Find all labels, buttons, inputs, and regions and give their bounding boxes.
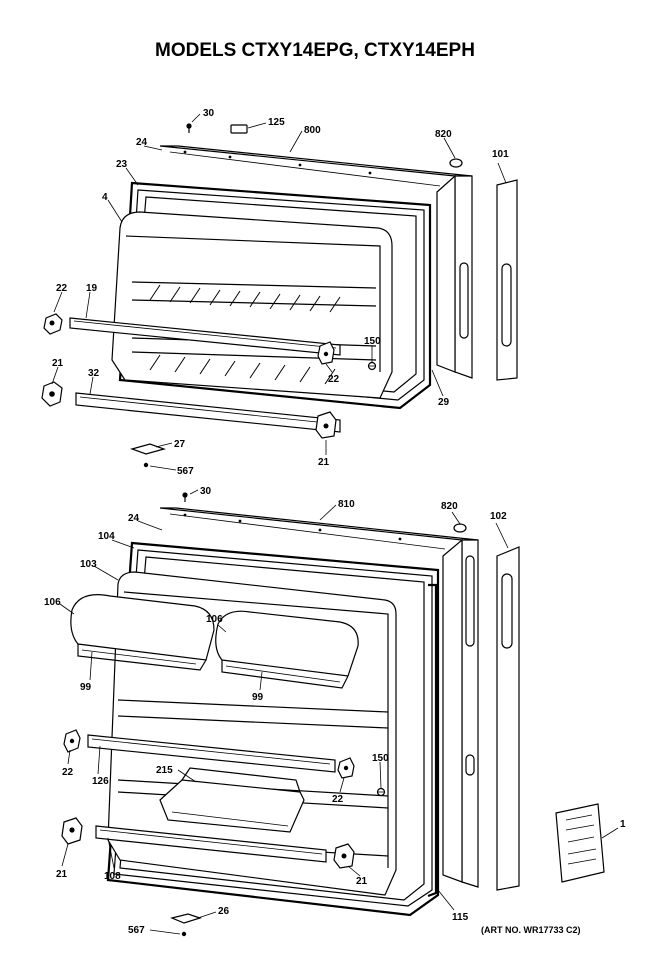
fresh-food-clip-22-right — [337, 757, 355, 779]
label-99-right: 99 — [252, 692, 264, 703]
label-1: 1 — [620, 819, 626, 830]
label-21-bottom-right: 21 — [356, 876, 368, 887]
fresh-food-part-820 — [453, 523, 467, 533]
label-150-top: 150 — [364, 336, 381, 347]
freezer-plug-125 — [230, 124, 248, 134]
freezer-door-assembly — [41, 123, 518, 468]
label-810: 810 — [338, 499, 355, 510]
freezer-outer-door-panel — [159, 145, 473, 379]
label-27: 27 — [174, 439, 186, 450]
freezer-clip-22-right — [317, 341, 335, 365]
label-125: 125 — [268, 117, 285, 128]
label-26: 26 — [218, 906, 230, 917]
label-22-top-left: 22 — [56, 283, 68, 294]
freezer-screw-30 — [186, 123, 192, 133]
fresh-food-bin-215 — [159, 767, 305, 833]
label-215: 215 — [156, 765, 173, 776]
label-24-top: 24 — [136, 137, 148, 148]
label-150-bottom: 150 — [372, 753, 389, 764]
label-21-top-left: 21 — [52, 358, 64, 369]
fresh-food-screw-30 — [182, 492, 188, 502]
part-labels: 30 125 800 820 101 24 23 4 22 19 150 22 … — [44, 108, 626, 936]
label-30-bottom: 30 — [200, 486, 212, 497]
freezer-shelf-bar-32 — [75, 392, 341, 433]
label-104: 104 — [98, 531, 115, 542]
label-126: 126 — [92, 776, 109, 787]
freezer-clip-21-right — [315, 411, 337, 439]
freezer-screw-150 — [367, 361, 377, 371]
label-108: 108 — [104, 871, 121, 882]
leader-lines — [51, 113, 619, 935]
label-103: 103 — [80, 559, 97, 570]
freezer-clip-21-left — [41, 381, 63, 407]
label-106-right: 106 — [206, 614, 223, 625]
label-21-bottom-left: 21 — [56, 869, 68, 880]
art-number: (ART NO. WR17733 C2) — [481, 925, 581, 935]
fresh-food-shelf-bar-108 — [95, 825, 327, 863]
freezer-clip-22-left — [43, 313, 63, 335]
label-23: 23 — [116, 159, 128, 170]
freezer-shelf-shading — [149, 284, 341, 385]
label-567-bottom: 567 — [128, 925, 145, 936]
fresh-food-clip-21-right — [333, 843, 355, 869]
fresh-food-shelf-bar-126 — [87, 734, 336, 773]
freezer-door-liner — [111, 211, 393, 399]
fresh-food-door-assembly — [61, 492, 605, 937]
label-106-left: 106 — [44, 597, 61, 608]
freezer-shelf-bar-19 — [69, 317, 341, 356]
label-32: 32 — [88, 368, 100, 379]
fresh-food-screw-150 — [376, 787, 386, 797]
label-22-top-right: 22 — [328, 374, 340, 385]
dairy-door-106-right — [215, 610, 359, 689]
label-19: 19 — [86, 283, 98, 294]
label-30-top: 30 — [203, 108, 215, 119]
label-99-left: 99 — [80, 682, 92, 693]
diagram-title: MODELS CTXY14EPG, CTXY14EPH — [155, 40, 475, 61]
label-102: 102 — [490, 511, 507, 522]
label-567-top: 567 — [177, 466, 194, 477]
label-115: 115 — [452, 912, 469, 923]
fresh-food-outer-door-panel — [159, 507, 479, 888]
label-820-top: 820 — [435, 129, 452, 140]
freezer-handle-101 — [496, 179, 518, 381]
label-820-bottom: 820 — [441, 501, 458, 512]
owners-manual-1 — [555, 803, 605, 883]
label-800: 800 — [304, 125, 321, 136]
dairy-door-106-left — [70, 594, 215, 671]
freezer-hinge-cap-27 — [130, 443, 166, 468]
fresh-food-clip-22-left — [63, 729, 81, 753]
freezer-part-820 — [449, 158, 463, 168]
fresh-food-hinge-cap-26 — [170, 913, 202, 937]
label-21-top-right: 21 — [318, 457, 330, 468]
label-101: 101 — [492, 149, 509, 160]
label-22-bottom-left: 22 — [62, 767, 74, 778]
label-22-bottom-right: 22 — [332, 794, 344, 805]
label-4: 4 — [102, 192, 108, 203]
label-29: 29 — [438, 397, 450, 408]
label-24-bottom: 24 — [128, 513, 140, 524]
fresh-food-handle-102 — [496, 546, 520, 891]
fresh-food-clip-21-left — [61, 817, 83, 845]
